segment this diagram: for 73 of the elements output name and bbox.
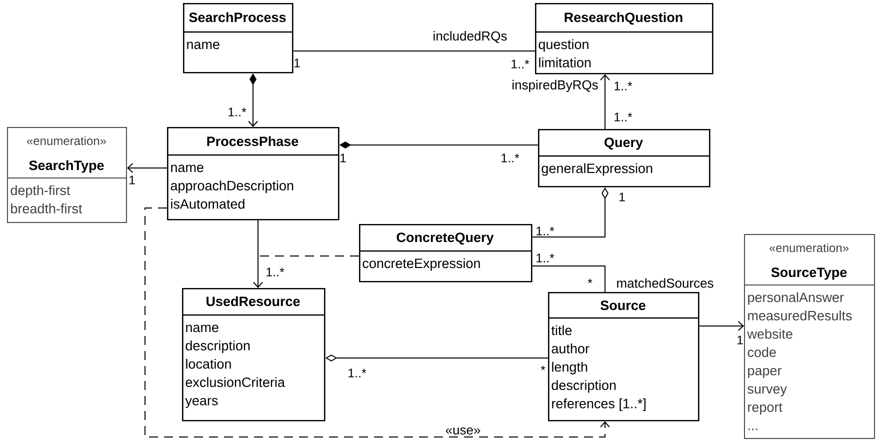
association-line: [253, 220, 263, 288]
multiplicity: 1: [738, 336, 743, 344]
attribute: title: [551, 325, 572, 336]
multiplicity: 1..*: [502, 154, 520, 162]
class-box: [548, 292, 700, 422]
attribute: generalExpression: [542, 163, 652, 176]
class-name: ProcessPhase: [207, 136, 298, 146]
class-box: [538, 129, 710, 188]
multiplicity: 1..*: [266, 268, 284, 276]
enum-literal: report: [748, 403, 782, 415]
multiplicity: 1..*: [228, 108, 246, 116]
multiplicity: 1: [129, 176, 135, 184]
attribute: exclusionCriteria: [186, 377, 285, 388]
class-name: SearchType: [29, 160, 104, 173]
enum-literal: measuredResults: [748, 310, 852, 320]
stereotype: «enumeration»: [769, 243, 849, 252]
attribute: years: [185, 398, 218, 408]
attribute: location: [186, 358, 231, 369]
edge-label: includedRQs: [432, 30, 508, 44]
association-line: [127, 163, 168, 173]
association-line: [292, 50, 536, 52]
dependency-arrow: [144, 208, 610, 438]
multiplicity: 1..*: [536, 226, 554, 236]
multiplicity: 1: [340, 154, 346, 162]
attribute: isAutomated: [171, 198, 244, 209]
edge-label: inspiredByRQs: [510, 78, 600, 94]
enumeration-box: [6, 127, 127, 223]
multiplicity: 1..*: [348, 368, 366, 378]
class-name: Query: [604, 138, 643, 150]
enum-literal: website: [747, 328, 792, 339]
association-line: [532, 266, 606, 292]
attribute: length: [552, 362, 588, 374]
multiplicity: 1..*: [614, 112, 632, 122]
class-name: SourceType: [771, 268, 847, 280]
enumeration-box: [744, 234, 875, 439]
enum-literal: ...: [748, 428, 758, 430]
enum-literal: breadth-first: [11, 204, 82, 214]
attribute: description: [552, 380, 616, 393]
class-box: [535, 3, 714, 74]
enum-literal: survey: [748, 386, 787, 396]
attribute: name: [187, 42, 220, 50]
enum-literal: personalAnswer: [748, 292, 844, 305]
attribute: limitation: [539, 58, 591, 68]
enum-literal: paper: [748, 368, 782, 378]
stereotype: «enumeration»: [26, 136, 106, 146]
association-line: [698, 321, 744, 331]
attribute: description: [186, 340, 250, 354]
attribute: approachDescription: [170, 180, 294, 194]
enum-literal: depth-first: [10, 185, 70, 198]
class-name: Source: [600, 300, 646, 310]
class-box: [167, 127, 340, 220]
attribute: references [1..*]: [552, 398, 646, 411]
class-name: ConcreteQuery: [396, 232, 494, 245]
multiplicity: 1..*: [614, 82, 632, 90]
edge-label: «use»: [444, 426, 482, 436]
class-name: SearchProcess: [189, 12, 286, 22]
class-box: [182, 288, 326, 422]
multiplicity: *: [540, 366, 546, 370]
edge-label: matchedSources: [615, 277, 715, 289]
class-box: [183, 3, 294, 74]
attribute: author: [552, 344, 590, 354]
attribute: question: [538, 39, 588, 52]
class-name: ResearchQuestion: [564, 12, 682, 25]
enum-literal: code: [748, 347, 776, 358]
association-line: [600, 74, 610, 130]
multiplicity: 1..*: [512, 60, 530, 68]
attribute: name: [171, 164, 204, 172]
class-name: UsedResource: [206, 296, 300, 306]
attribute: concreteExpression: [362, 258, 480, 271]
attribute: name: [186, 324, 218, 332]
multiplicity: 1: [294, 58, 300, 68]
class-box: [359, 224, 532, 282]
multiplicity: 1..*: [536, 254, 554, 262]
